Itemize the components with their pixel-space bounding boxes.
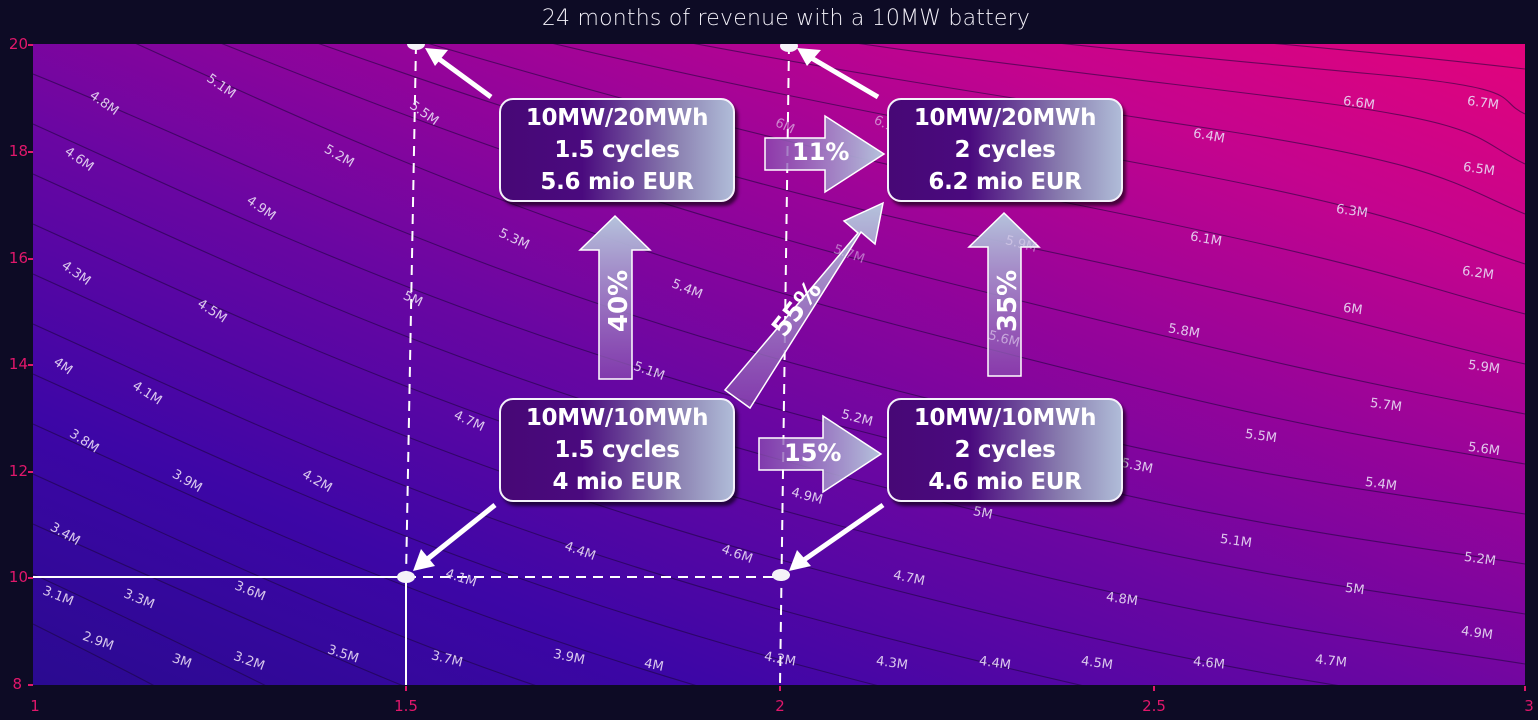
y-tick-mark — [28, 258, 33, 260]
x-tick-mark — [405, 686, 407, 691]
contour-label: 4.7M — [1314, 652, 1348, 671]
box-capacity: 10MW/20MWh — [525, 105, 709, 131]
box-cycles: 2 cycles — [954, 137, 1056, 163]
contour-plot-area: 4.8M 5.1M 5.5M 4.6M 5.2M 4.9M 5.3M 4.3M … — [33, 44, 1525, 685]
y-tick-label: 14 — [8, 355, 28, 373]
x-tick-label: 3 — [1524, 697, 1534, 715]
box-revenue: 4 mio EUR — [552, 469, 682, 495]
arrow-40pct-label: 40% — [604, 269, 635, 333]
y-tick-label: 16 — [8, 249, 28, 267]
box-cycles: 1.5 cycles — [554, 137, 680, 163]
y-tick-label: 12 — [8, 462, 28, 480]
annotation-box-10mwh-2-cycles: 10MW/10MWh 2 cycles 4.6 mio EUR — [887, 398, 1123, 502]
x-tick-mark — [1153, 686, 1155, 691]
y-tick-mark — [28, 44, 33, 46]
box-capacity: 10MW/20MWh — [913, 105, 1097, 131]
box-capacity: 10MW/10MWh — [913, 405, 1097, 431]
x-tick-label: 1 — [30, 697, 40, 715]
y-tick-label: 18 — [8, 142, 28, 160]
annotation-box-20mwh-2-cycles: 10MW/20MWh 2 cycles 6.2 mio EUR — [887, 98, 1123, 202]
arrow-11pct — [764, 114, 886, 194]
x-tick-label: 1.5 — [394, 697, 418, 715]
contour-label: 5M — [1344, 580, 1366, 599]
x-tick-mark — [779, 686, 781, 691]
x-tick-label: 2 — [775, 697, 785, 715]
x-tick-mark — [1524, 686, 1526, 691]
y-tick-mark — [28, 577, 33, 579]
annotation-box-10mwh-1-5-cycles: 10MW/10MWh 1.5 cycles 4 mio EUR — [499, 398, 735, 502]
arrow-35pct-label: 35% — [993, 269, 1024, 333]
box-cycles: 1.5 cycles — [554, 437, 680, 463]
y-tick-mark — [28, 151, 33, 153]
box-revenue: 4.6 mio EUR — [928, 469, 1082, 495]
annotation-box-20mwh-1-5-cycles: 10MW/20MWh 1.5 cycles 5.6 mio EUR — [499, 98, 735, 202]
y-tick-label: 10 — [8, 568, 28, 586]
arrow-40pct — [578, 214, 652, 380]
contour-label: 4.6M — [1192, 654, 1226, 673]
y-tick-mark — [28, 684, 33, 686]
arrow-55pct — [723, 201, 885, 410]
box-capacity: 10MW/10MWh — [525, 405, 709, 431]
arrow-15pct-label: 15% — [784, 439, 842, 467]
box-revenue: 6.2 mio EUR — [928, 169, 1082, 195]
arrow-35pct — [967, 211, 1041, 377]
x-tick-label: 2.5 — [1142, 697, 1166, 715]
y-tick-mark — [28, 471, 33, 473]
contour-lines — [33, 44, 1525, 685]
contour-label: 6M — [1342, 300, 1364, 319]
box-revenue: 5.6 mio EUR — [540, 169, 694, 195]
box-cycles: 2 cycles — [954, 437, 1056, 463]
arrow-15pct — [758, 414, 883, 494]
arrow-11pct-label: 11% — [792, 138, 850, 166]
y-tick-label: 8 — [12, 675, 22, 693]
y-tick-label: 20 — [8, 35, 28, 53]
y-tick-mark — [28, 364, 33, 366]
chart-title: 24 months of revenue with a 10MW battery — [541, 6, 1031, 31]
